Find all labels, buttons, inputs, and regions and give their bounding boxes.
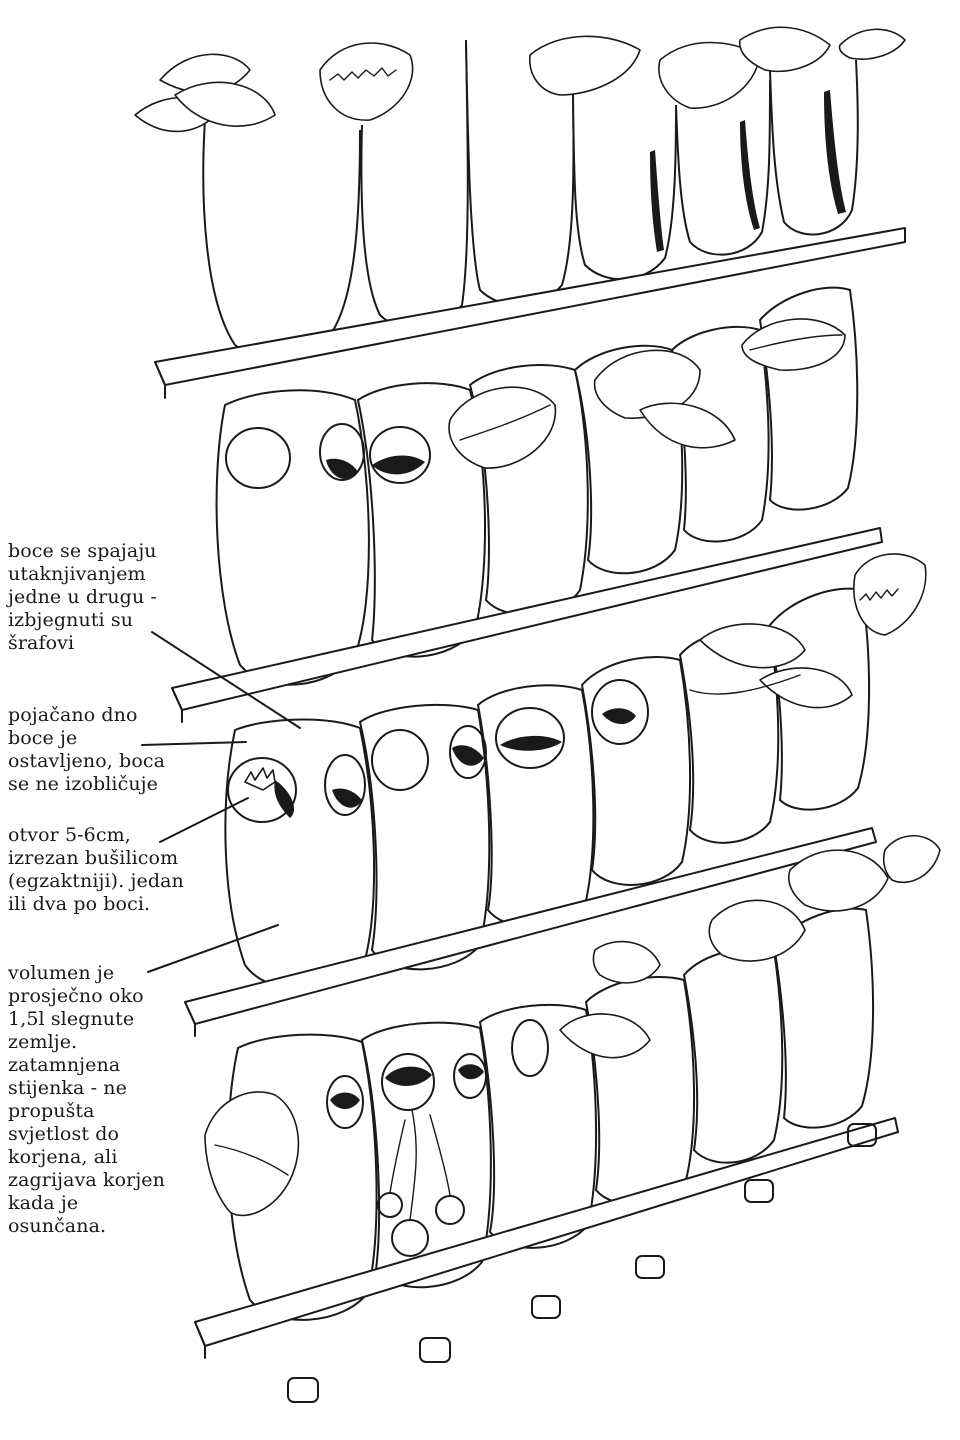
leaf — [884, 836, 940, 883]
annotation-line: osunčana. — [8, 1215, 165, 1238]
bottle — [573, 95, 676, 279]
annotation-line: šrafovi — [8, 632, 157, 655]
bottle-cap — [636, 1256, 664, 1278]
annotation-volume: volumen je prosječno oko 1,5l slegnute z… — [8, 962, 165, 1238]
annotation-line: zagrijava korjen — [8, 1169, 165, 1192]
annotation-line: pojačano dno — [8, 704, 165, 727]
bottle-cap — [420, 1338, 450, 1362]
annotation-line: stijenka - ne — [8, 1077, 165, 1100]
annotation-line: zemlje. — [8, 1031, 165, 1054]
bottle — [478, 685, 593, 927]
annotation-line: jedne u drugu - — [8, 586, 157, 609]
leaf — [839, 29, 905, 59]
annotation-line: korjena, ali — [8, 1146, 165, 1169]
annotation-line: kada je — [8, 1192, 165, 1215]
annotation-line: zatamnjena — [8, 1054, 165, 1077]
bottle — [684, 948, 782, 1163]
bottle — [203, 120, 360, 357]
annotation-line: prosječno oko — [8, 985, 165, 1008]
bottle-cap — [288, 1378, 318, 1402]
leaf — [530, 36, 640, 95]
annotation-opening: otvor 5-6cm, izrezan bušilicom (egzaktni… — [8, 824, 184, 916]
leaf — [789, 850, 888, 911]
annotation-joining: boce se spajaju utaknjivanjem jedne u dr… — [8, 540, 157, 655]
annotation-bottom: pojačano dno boce je ostavljeno, boca se… — [8, 704, 165, 796]
annotation-line: boce je — [8, 727, 165, 750]
annotation-line: utaknjivanjem — [8, 563, 157, 586]
bottle-cap — [532, 1296, 560, 1318]
annotation-line: 1,5l slegnute — [8, 1008, 165, 1031]
annotation-line: otvor 5-6cm, — [8, 824, 184, 847]
bottle-cap — [745, 1180, 773, 1202]
annotation-line: (egzaktniji). jedan — [8, 870, 184, 893]
annotation-line: propušta — [8, 1100, 165, 1123]
annotation-line: volumen je — [8, 962, 165, 985]
annotation-line: izrezan bušilicom — [8, 847, 184, 870]
annotation-line: svjetlost do — [8, 1123, 165, 1146]
annotation-line: se ne izobličuje — [8, 773, 165, 796]
annotation-line: izbjegnuti su — [8, 609, 157, 632]
annotation-line: boce se spajaju — [8, 540, 157, 563]
annotation-line: ostavljeno, boca — [8, 750, 165, 773]
bottle — [586, 977, 694, 1204]
annotation-line: ili dva po boci. — [8, 893, 184, 916]
leaf — [593, 942, 660, 983]
